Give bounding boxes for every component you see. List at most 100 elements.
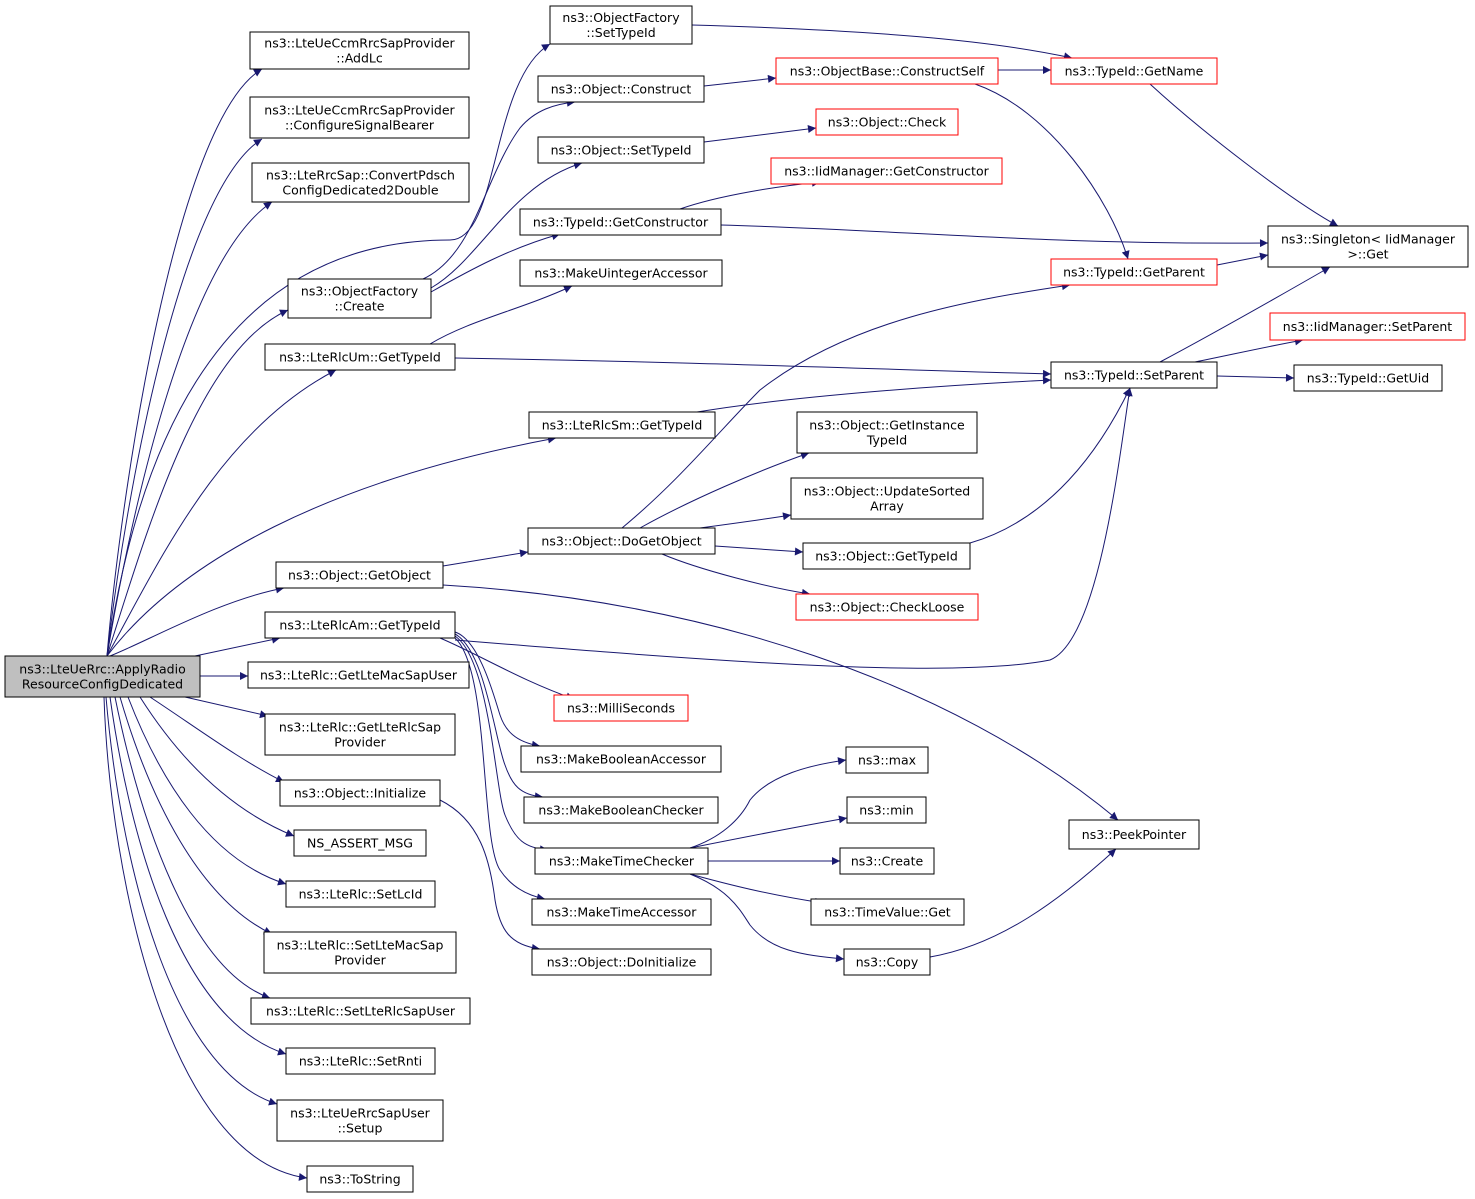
- graph-node[interactable]: ns3::Object::Construct: [537, 75, 705, 103]
- graph-node[interactable]: ns3::min: [846, 796, 927, 824]
- edge-path: [720, 224, 1269, 248]
- node-box: [519, 259, 723, 287]
- graph-node[interactable]: ns3::LteRlcSm::GetTypeId: [528, 411, 716, 439]
- node-box: [802, 542, 971, 570]
- edge-path: [106, 369, 337, 657]
- node-label: ns3::Object::GetInstance: [809, 418, 965, 433]
- edge-path: [106, 435, 557, 657]
- graph-node[interactable]: ns3::Object::Initialize: [279, 779, 441, 807]
- graph-node[interactable]: ns3::MakeTimeChecker: [534, 847, 709, 875]
- graph-node[interactable]: ns3::Object::CheckLoose: [795, 593, 979, 621]
- graph-node[interactable]: ns3::Object::GetTypeId: [802, 542, 971, 570]
- node-box: [4, 655, 201, 698]
- graph-node[interactable]: ns3::MakeBooleanAccessor: [520, 745, 722, 773]
- graph-node[interactable]: ns3::Object::DoGetObject: [527, 527, 716, 555]
- node-box: [537, 136, 705, 164]
- graph-node[interactable]: ns3::LteRrcSap::ConvertPdschConfigDedica…: [251, 162, 470, 203]
- graph-node[interactable]: ns3::ObjectFactory::Create: [287, 278, 432, 319]
- node-box: [790, 477, 984, 520]
- node-box: [1269, 312, 1466, 341]
- call-edge: [689, 873, 845, 963]
- call-edge: [454, 357, 1052, 378]
- graph-node[interactable]: ns3::Object::GetObject: [275, 561, 444, 589]
- graph-node[interactable]: ns3::MakeBooleanChecker: [523, 796, 719, 824]
- graph-node[interactable]: ns3::TypeId::SetParent: [1050, 361, 1218, 389]
- node-box: [264, 611, 456, 639]
- graph-node[interactable]: ns3::Object::Check: [815, 108, 959, 136]
- graph-node[interactable]: ns3::IidManager::GetConstructor: [770, 157, 1003, 185]
- call-edge: [454, 633, 544, 801]
- edge-path: [106, 138, 263, 657]
- node-label: ns3::LteRlc::SetLteRlcSapUser: [266, 1004, 456, 1019]
- call-edge: [696, 376, 1052, 413]
- graph-node[interactable]: ns3::TypeId::GetName: [1050, 57, 1218, 85]
- graph-node[interactable]: ns3::LteRlcAm::GetTypeId: [264, 611, 456, 639]
- node-label: ns3::MakeTimeChecker: [549, 854, 695, 869]
- edge-path: [103, 696, 308, 1181]
- call-edge: [689, 815, 848, 849]
- graph-node[interactable]: ns3::LteUeRrc::ApplyRadioResourceConfigD…: [4, 655, 201, 698]
- graph-node[interactable]: ns3::TypeId::GetConstructor: [519, 208, 722, 236]
- edge-path: [696, 376, 1052, 413]
- node-box: [264, 343, 456, 371]
- graph-node[interactable]: ns3::LteRlc::SetLteRlcSapUser: [250, 997, 471, 1025]
- graph-node[interactable]: ns3::TimeValue::Get: [810, 898, 965, 926]
- node-label: ns3::LteRlcUm::GetTypeId: [279, 350, 441, 365]
- node-box: [520, 745, 722, 773]
- graph-node[interactable]: ns3::LteRlcUm::GetTypeId: [264, 343, 456, 371]
- node-label: ns3::MakeBooleanAccessor: [536, 752, 707, 767]
- call-edge: [109, 696, 287, 1056]
- graph-node[interactable]: ns3::LteRlc::SetRnti: [285, 1047, 436, 1075]
- graph-node[interactable]: ns3::Object::SetTypeId: [537, 136, 705, 164]
- graph-node[interactable]: ns3::IidManager::SetParent: [1269, 312, 1466, 341]
- call-edge: [689, 757, 847, 849]
- node-label: ns3::PeekPointer: [1082, 827, 1187, 842]
- node-label: ns3::TypeId::GetParent: [1063, 265, 1205, 280]
- graph-node[interactable]: ns3::LteUeCcmRrcSapProvider::AddLc: [249, 31, 470, 70]
- edge-path: [691, 24, 1073, 61]
- graph-node[interactable]: ns3::TypeId::GetParent: [1050, 258, 1218, 286]
- node-label: ns3::LteRlc::SetRnti: [299, 1054, 422, 1069]
- call-edge: [119, 696, 273, 935]
- graph-node[interactable]: ns3::LteUeCcmRrcSapProvider::ConfigureSi…: [249, 96, 470, 139]
- node-box: [249, 31, 470, 70]
- edge-path: [454, 387, 1133, 669]
- node-label: ns3::LteUeRrcSapUser: [290, 1106, 431, 1121]
- node-label: ns3::MakeUintegerAccessor: [534, 266, 708, 281]
- graph-node[interactable]: ns3::Copy: [843, 948, 931, 976]
- graph-node[interactable]: ns3::TypeId::GetUid: [1293, 364, 1443, 392]
- node-box: [250, 997, 471, 1025]
- graph-node[interactable]: ns3::PeekPointer: [1068, 819, 1200, 850]
- graph-node[interactable]: ns3::MakeTimeAccessor: [531, 898, 712, 926]
- graph-node[interactable]: ns3::max: [845, 746, 929, 774]
- call-edge: [105, 696, 278, 1106]
- graph-node[interactable]: ns3::ObjectFactory::SetTypeId: [549, 5, 693, 45]
- node-label: ns3::ObjectBase::ConstructSelf: [790, 64, 985, 79]
- graph-node[interactable]: ns3::Singleton< IidManager>::Get: [1267, 225, 1469, 268]
- node-box: [845, 746, 929, 774]
- node-label: ns3::max: [858, 753, 916, 768]
- graph-node[interactable]: NS_ASSERT_MSG: [293, 829, 427, 857]
- node-box: [247, 661, 470, 689]
- node-box: [527, 527, 716, 555]
- graph-node[interactable]: ns3::ObjectBase::ConstructSelf: [775, 57, 999, 85]
- edge-path: [969, 387, 1131, 544]
- graph-node[interactable]: ns3::LteRlc::GetLteMacSapUser: [247, 661, 470, 689]
- graph-node[interactable]: ns3::MilliSeconds: [553, 694, 689, 722]
- call-edge: [422, 98, 576, 280]
- edge-path: [639, 451, 810, 529]
- graph-node[interactable]: ns3::Create: [839, 847, 935, 875]
- graph-node[interactable]: ns3::MakeUintegerAccessor: [519, 259, 723, 287]
- graph-node[interactable]: ns3::LteRlc::SetLcId: [285, 880, 436, 908]
- node-label: NS_ASSERT_MSG: [307, 836, 413, 851]
- graph-node[interactable]: ns3::LteUeRrcSapUser::Setup: [276, 1099, 444, 1142]
- graph-node[interactable]: ns3::ToString: [306, 1165, 414, 1193]
- graph-node[interactable]: ns3::Object::DoInitialize: [531, 948, 712, 976]
- edge-path: [689, 873, 824, 906]
- node-label: ::SetTypeId: [586, 25, 655, 40]
